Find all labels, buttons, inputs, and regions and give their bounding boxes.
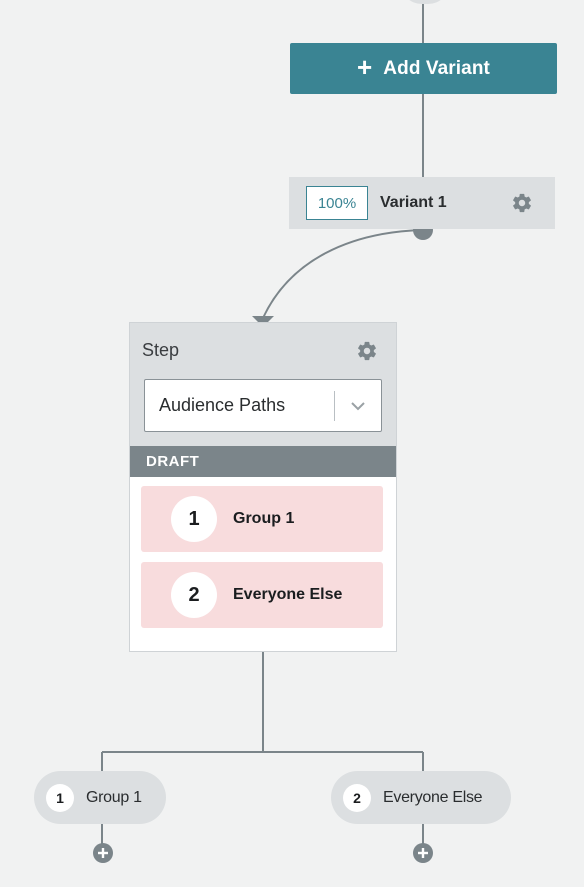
step-input-arrow (252, 316, 274, 327)
gear-icon[interactable] (510, 191, 534, 215)
branch-number: 1 (46, 783, 74, 812)
plus-circle-icon[interactable] (93, 843, 113, 863)
audience-path-row[interactable]: 1 Group 1 (141, 486, 383, 552)
path-number: 1 (171, 496, 217, 542)
audience-path-row[interactable]: 2 Everyone Else (141, 562, 383, 628)
status-badge: DRAFT (130, 446, 396, 477)
step-type-value: Audience Paths (159, 395, 286, 415)
variant-node[interactable]: 100% Variant 1 (289, 177, 555, 229)
add-variant-button[interactable]: + Add Variant (290, 43, 557, 94)
variant-name: Variant 1 (380, 194, 447, 211)
variant-percent-input[interactable]: 100% (306, 186, 368, 220)
gear-icon[interactable] (355, 339, 379, 363)
branch-number: 2 (343, 783, 371, 812)
plus-icon: + (357, 52, 373, 82)
branch-node[interactable]: 2 Everyone Else (331, 771, 511, 824)
path-label: Group 1 (233, 510, 295, 527)
path-number: 2 (171, 572, 217, 618)
chevron-down-icon[interactable] (335, 380, 381, 431)
step-card[interactable]: Step Audience Paths DRAFT 1 Group 1 2 Ev… (129, 322, 397, 652)
previous-node (400, 0, 450, 4)
branch-node[interactable]: 1 Group 1 (34, 771, 166, 824)
path-label: Everyone Else (233, 586, 343, 603)
step-header: Step Audience Paths (130, 323, 396, 446)
plus-circle-icon[interactable] (413, 843, 433, 863)
branch-label: Group 1 (86, 788, 142, 806)
branch-label: Everyone Else (383, 788, 483, 806)
select-divider (334, 390, 335, 421)
add-variant-label: Add Variant (383, 57, 490, 79)
step-type-select[interactable]: Audience Paths (144, 379, 382, 432)
step-title: Step (142, 340, 180, 360)
